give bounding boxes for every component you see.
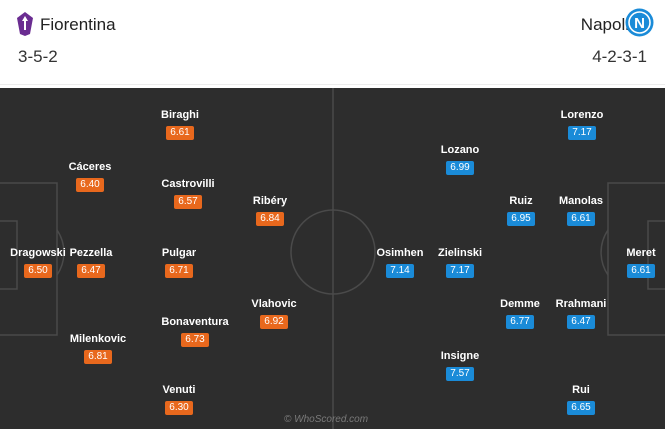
- player-rating: 6.95: [507, 212, 535, 226]
- player-venuti[interactable]: Venuti 6.30: [144, 384, 214, 415]
- player-name: Manolas: [558, 195, 603, 207]
- watermark: © WhoScored.com: [284, 414, 369, 425]
- player-rating: 6.61: [166, 126, 194, 140]
- player-name: Ribéry: [252, 195, 288, 207]
- player-dragowski[interactable]: Dragowski 6.50: [3, 247, 73, 278]
- player-name: Meret: [626, 247, 656, 259]
- player-manolas[interactable]: Manolas 6.61: [546, 195, 616, 226]
- player-osimhen[interactable]: Osimhen 7.14: [365, 247, 435, 278]
- player-rating: 6.47: [567, 315, 595, 329]
- player-bonaventura[interactable]: Bonaventura 6.73: [160, 316, 230, 347]
- player-rating: 6.84: [256, 212, 284, 226]
- player-ribery[interactable]: Ribéry 6.84: [235, 195, 305, 226]
- player-zielinski[interactable]: Zielinski 7.17: [425, 247, 495, 278]
- player-rating: 6.71: [165, 264, 193, 278]
- pitch-markings: [0, 88, 665, 429]
- away-formation: 4-2-3-1: [592, 47, 647, 66]
- player-rating: 6.99: [446, 161, 474, 175]
- player-rating: 6.73: [181, 333, 209, 347]
- match-header: Fiorentina 3-5-2 Napoli N 4-2-3-1: [0, 0, 665, 88]
- player-caceres[interactable]: Cáceres 6.40: [55, 161, 125, 192]
- player-name: Dragowski: [10, 247, 66, 259]
- player-rating: 6.81: [84, 350, 112, 364]
- player-rating: 6.30: [165, 401, 193, 415]
- player-ruiz[interactable]: Ruiz 6.95: [486, 195, 556, 226]
- player-lozano[interactable]: Lozano 6.99: [425, 144, 495, 175]
- player-rating: 6.57: [174, 195, 202, 209]
- player-name: Ruiz: [509, 195, 533, 207]
- home-team-name[interactable]: Fiorentina: [40, 15, 116, 34]
- player-pulgar[interactable]: Pulgar 6.71: [144, 247, 214, 278]
- player-demme[interactable]: Demme 6.77: [485, 298, 555, 329]
- player-name: Bonaventura: [161, 316, 229, 328]
- player-name: Zielinski: [437, 247, 483, 259]
- player-name: Pezzella: [69, 247, 113, 259]
- player-name: Biraghi: [161, 109, 199, 121]
- player-biraghi[interactable]: Biraghi 6.61: [145, 109, 215, 140]
- svg-text:N: N: [634, 15, 645, 32]
- player-pezzella[interactable]: Pezzella 6.47: [56, 247, 126, 278]
- pitch: Dragowski 6.50 Cáceres 6.40 Pezzella 6.4…: [0, 88, 665, 429]
- player-meret[interactable]: Meret 6.61: [606, 247, 665, 278]
- player-name: Rrahmani: [555, 298, 607, 310]
- player-rating: 6.50: [24, 264, 52, 278]
- player-rating: 6.40: [76, 178, 104, 192]
- player-name: Pulgar: [161, 247, 197, 259]
- player-name: Rui: [572, 384, 590, 396]
- player-insigne[interactable]: Insigne 7.57: [425, 350, 495, 381]
- player-name: Insigne: [440, 350, 480, 362]
- player-name: Milenkovic: [69, 333, 127, 345]
- player-rating: 6.92: [260, 315, 288, 329]
- player-name: Demme: [500, 298, 540, 310]
- player-rating: 7.17: [446, 264, 474, 278]
- player-name: Lorenzo: [560, 109, 604, 121]
- player-rating: 6.61: [567, 212, 595, 226]
- player-castrovilli[interactable]: Castrovilli 6.57: [153, 178, 223, 209]
- player-name: Castrovilli: [161, 178, 215, 190]
- player-lorenzo[interactable]: Lorenzo 7.17: [547, 109, 617, 140]
- player-rating: 6.65: [567, 401, 595, 415]
- player-rating: 6.77: [506, 315, 534, 329]
- player-name: Venuti: [162, 384, 196, 396]
- player-name: Osimhen: [376, 247, 424, 259]
- header-divider: [0, 84, 665, 85]
- fiorentina-crest-icon: [17, 12, 33, 36]
- player-rui[interactable]: Rui 6.65: [546, 384, 616, 415]
- player-milenkovic[interactable]: Milenkovic 6.81: [63, 333, 133, 364]
- player-rating: 6.61: [627, 264, 655, 278]
- player-name: Lozano: [440, 144, 480, 156]
- player-vlahovic[interactable]: Vlahovic 6.92: [239, 298, 309, 329]
- player-name: Cáceres: [68, 161, 112, 173]
- player-rating: 7.17: [568, 126, 596, 140]
- player-rating: 7.57: [446, 367, 474, 381]
- player-rating: 7.14: [386, 264, 414, 278]
- player-rating: 6.47: [77, 264, 105, 278]
- player-name: Vlahovic: [251, 298, 297, 310]
- player-rrahmani[interactable]: Rrahmani 6.47: [546, 298, 616, 329]
- away-team-name[interactable]: Napoli: [580, 15, 629, 34]
- napoli-crest-icon: N: [625, 8, 654, 37]
- home-formation: 3-5-2: [18, 47, 58, 66]
